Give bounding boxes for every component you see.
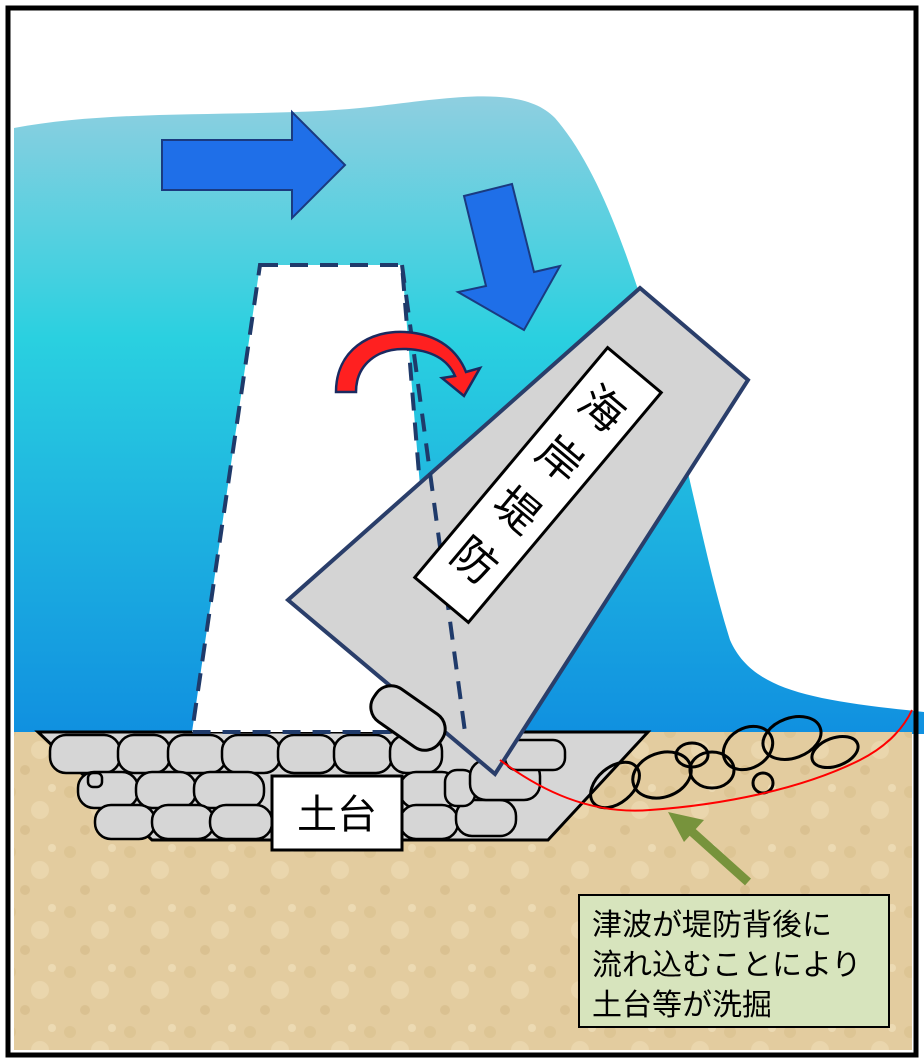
pointer-arrow xyxy=(668,812,752,886)
scour-line xyxy=(499,709,913,812)
callout-line-2: 流れ込むことにより xyxy=(592,948,862,983)
callout-line-1: 津波が堤防背後に xyxy=(592,908,832,943)
displaced-stone xyxy=(369,684,447,752)
overturning-arrow xyxy=(334,330,483,398)
callout-line-3: 土台等が洗掘 xyxy=(592,988,772,1023)
wave-direction-arrow-down xyxy=(455,182,562,332)
frame xyxy=(5,5,919,1058)
foundation-label: 土台 xyxy=(270,774,404,852)
scoured-stones xyxy=(589,715,860,810)
seawall-label: 海岸堤防 xyxy=(412,345,664,625)
dashed-overlay-line xyxy=(400,264,467,733)
scour-explanation-callout: 津波が堤防背後に 流れ込むことにより 土台等が洗掘 xyxy=(578,894,890,1028)
foundation-stones xyxy=(48,733,567,841)
svg-text:土台: 土台 xyxy=(297,792,377,838)
wave-direction-arrow-right xyxy=(161,109,347,221)
